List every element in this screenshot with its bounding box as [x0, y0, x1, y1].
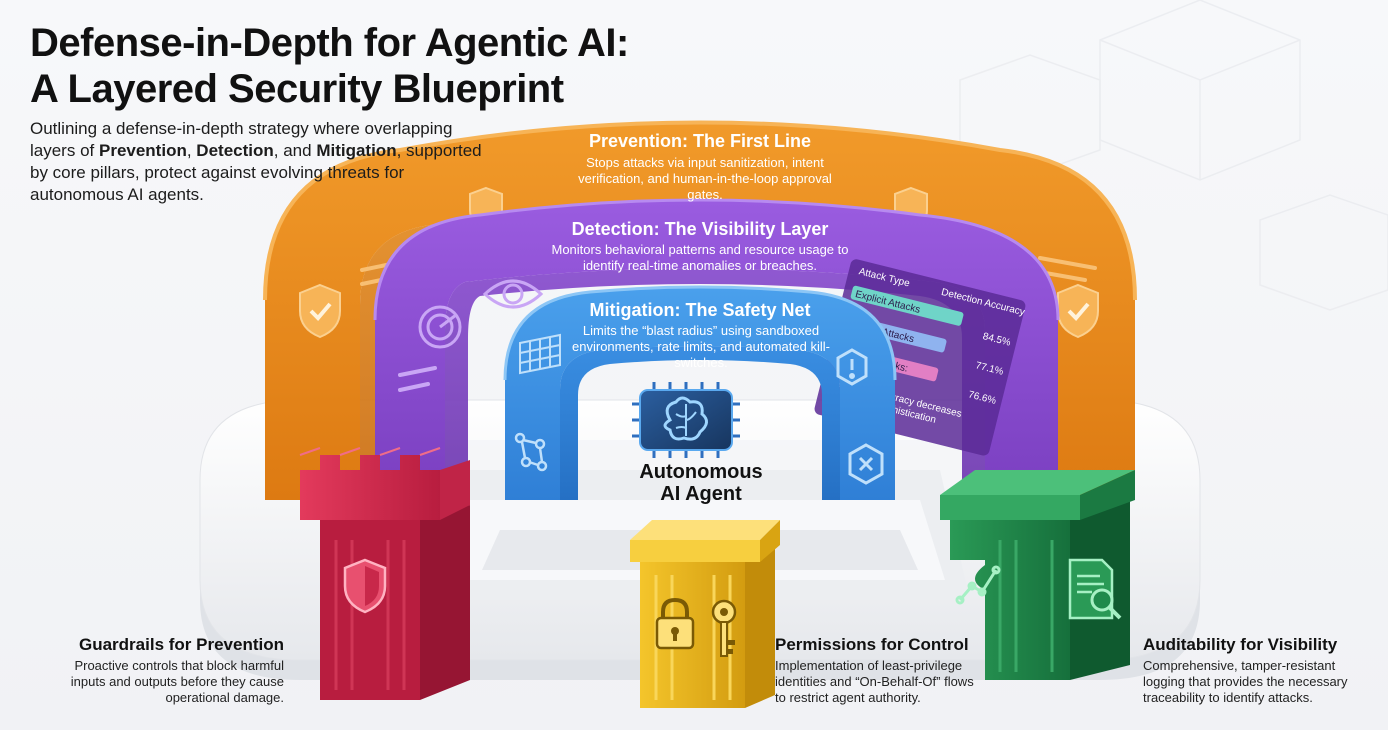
- brain-chip-icon: [632, 382, 740, 458]
- subtitle-text: Outlining a defense-in-depth strategy wh…: [30, 119, 453, 160]
- shield-check-icon: [1057, 283, 1099, 339]
- agent-label-line1: Autonomous: [639, 461, 763, 483]
- radar-icon: [418, 305, 462, 349]
- page-title-line1: Defense-in-Depth for Agentic AI:: [30, 21, 629, 65]
- mitigation-layer-desc: Limits the “blast radius” using sandboxe…: [572, 323, 830, 370]
- permissions-desc: Implementation of least-privilege identi…: [775, 658, 974, 705]
- permissions-pillar: [630, 520, 780, 708]
- chart-line-icon: [955, 565, 1001, 605]
- page-title-line2: A Layered Security Blueprint: [30, 67, 564, 111]
- molecule-icon: [514, 432, 548, 472]
- auditability-desc: Comprehensive, tamper-resistant logging …: [1143, 658, 1348, 705]
- accuracy-bar: [850, 285, 964, 326]
- key-icon: [711, 599, 737, 657]
- guardrails-pillar: [299, 447, 470, 700]
- mitigation-wall: [503, 285, 897, 500]
- subtitle-sep: , and: [273, 141, 317, 160]
- subtitle-sep: ,: [186, 141, 197, 160]
- detection-layer-title: Detection: The Visibility Layer: [571, 219, 829, 239]
- page-subtitle: Outlining a defense-in-depth strategy wh…: [30, 118, 500, 206]
- guardrails-title: Guardrails for Prevention: [79, 635, 284, 654]
- shield-check-icon: [299, 283, 341, 339]
- text-lines-icon: [398, 366, 437, 392]
- background-cubes: [959, 0, 1388, 311]
- page-title: Defense-in-Depth for Agentic AI: A Layer…: [30, 20, 629, 112]
- detection-layer-desc: Monitors behavioral patterns and resourc…: [551, 242, 849, 273]
- hexagon-plus-icon: [848, 443, 884, 485]
- document-search-icon: [1068, 558, 1122, 620]
- alert-icon: [836, 348, 868, 386]
- lock-icon: [655, 597, 695, 650]
- mitigation-layer-title: Mitigation: The Safety Net: [589, 300, 811, 320]
- subtitle-text: , supported by core pillars, protect aga…: [30, 141, 482, 204]
- agent-label: Autonomous AI Agent: [616, 461, 786, 505]
- eye-icon: [482, 279, 544, 309]
- guardrails-desc: Proactive controls that block harmful in…: [70, 658, 284, 705]
- subtitle-mitigation: Mitigation: [316, 141, 397, 160]
- prevention-layer-title: Prevention: The First Line: [588, 131, 812, 151]
- shield-icon: [343, 558, 387, 614]
- permissions-title: Permissions for Control: [775, 635, 969, 654]
- net-icon: [519, 333, 561, 375]
- prevention-layer-desc: Stops attacks via input sanitization, in…: [578, 155, 832, 202]
- subtitle-detection: Detection: [196, 141, 274, 160]
- agent-label-line2: AI Agent: [660, 483, 742, 505]
- auditability-title: Auditability for Visibility: [1143, 635, 1338, 654]
- subtitle-prevention: Prevention: [98, 141, 187, 160]
